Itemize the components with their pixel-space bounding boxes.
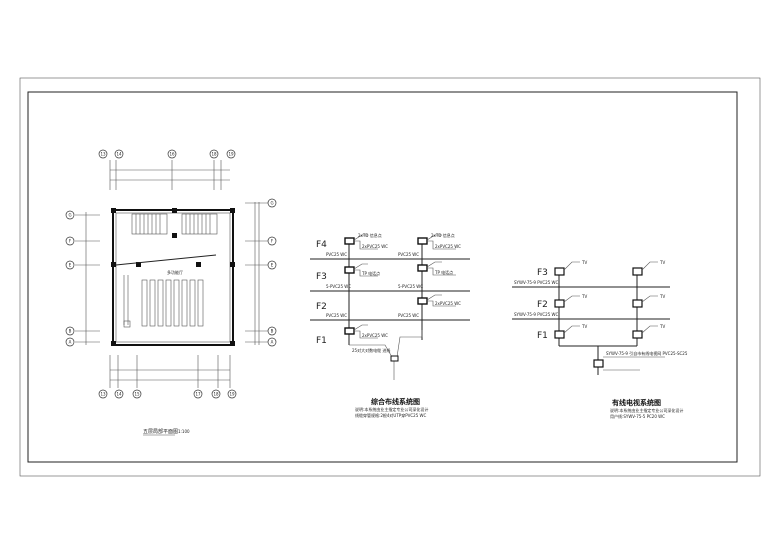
cabling-system-diagram: F4 F3 F2 F1 2xTD 信息点 2xPVC25 WC 2xTD 信息点… bbox=[310, 232, 470, 418]
floor-label: F2 bbox=[537, 300, 548, 310]
axis-label: F bbox=[271, 239, 274, 244]
floor-label: F3 bbox=[316, 272, 327, 282]
floor-label: F2 bbox=[316, 302, 327, 312]
axis-label: G bbox=[270, 201, 273, 206]
tv-outlet-label: TV bbox=[659, 294, 665, 299]
axis-label: 14 bbox=[116, 152, 122, 157]
axis-label: 13 bbox=[100, 392, 106, 397]
axis-label: 18 bbox=[213, 392, 219, 397]
axis-label: A bbox=[69, 340, 72, 345]
floor-plan-scale: 1:100 bbox=[178, 429, 190, 434]
floor-plan: 13 14 16 18 19 多功能厅 bbox=[65, 149, 277, 436]
cable-label: 5-PVC25 WC bbox=[326, 284, 351, 289]
catv-system-diagram: F3 F2 F1 TV TV TV TV TV TV SYWV-75-9 PVC… bbox=[512, 260, 688, 419]
cable-label: PVC25 WC bbox=[326, 313, 347, 318]
floor-label: F1 bbox=[316, 336, 327, 346]
axis-label: 15 bbox=[134, 392, 140, 397]
cable-label: PVC25 WC bbox=[398, 313, 419, 318]
cable-label: SYWV-75-9 PVC25 WC bbox=[514, 312, 558, 317]
cable-label: SYWV-75-9 PVC25 WC bbox=[514, 280, 558, 285]
drawing-border bbox=[27, 91, 738, 463]
axis-label: E bbox=[271, 263, 274, 268]
entry-label: 25对大对数电缆 进线 bbox=[352, 347, 390, 353]
cable-label: 2xPVC25 WC bbox=[435, 301, 461, 306]
note-text: 说明:本系统由业主指定专业公司深化设计 bbox=[355, 406, 428, 412]
cable-label: PVC25 WC bbox=[326, 252, 347, 257]
tv-outlet-label: TV bbox=[659, 260, 665, 265]
axis-label: 19 bbox=[228, 152, 234, 157]
axis-label: B bbox=[271, 329, 274, 334]
outlet-label: 2xTD 信息点 bbox=[431, 232, 455, 238]
floor-label: F1 bbox=[537, 331, 548, 341]
tv-outlet-label: TV bbox=[581, 260, 587, 265]
axis-label: 14 bbox=[116, 392, 122, 397]
axis-label: G bbox=[68, 213, 71, 218]
floor-label: F4 bbox=[316, 240, 327, 250]
room-label: 多功能厅 bbox=[167, 269, 183, 275]
outlet-label: TP 电话点 bbox=[361, 270, 380, 276]
axis-label: F bbox=[69, 239, 72, 244]
axis-label: A bbox=[271, 340, 274, 345]
tv-outlet-label: TV bbox=[581, 294, 587, 299]
entry-label: SYWV-75-9 引自市有线电视网 PVC25-SC25 bbox=[606, 350, 688, 356]
outer-frame bbox=[19, 77, 761, 477]
note-text: 用户线:SYWV-75-5 PC20 WC bbox=[610, 413, 665, 419]
cabling-diagram-title: 综合布线系统图 bbox=[371, 397, 420, 406]
axis-label: B bbox=[69, 329, 72, 334]
note-text: 线缆穿管规格:2根4对UTP穿PVC25 WC bbox=[355, 412, 426, 418]
axis-label: 17 bbox=[195, 392, 201, 397]
cable-label: 2xPVC25 WC bbox=[435, 244, 461, 249]
catv-diagram-title: 有线电视系统图 bbox=[612, 398, 661, 407]
cable-label: 2xPVC25 WC bbox=[362, 333, 388, 338]
note-text: 说明:本系统由业主指定专业公司深化设计 bbox=[610, 407, 683, 413]
outlet-label: 2xTD 信息点 bbox=[358, 232, 382, 238]
axis-label: 16 bbox=[169, 152, 175, 157]
cable-label: 2xPVC25 WC bbox=[362, 244, 388, 249]
axis-label: 18 bbox=[211, 152, 217, 157]
cable-label: 5-PVC25 WC bbox=[398, 284, 423, 289]
axis-label: E bbox=[69, 263, 72, 268]
cable-label: PVC25 WC bbox=[398, 252, 419, 257]
outlet-label: TP 电话点 bbox=[434, 269, 453, 275]
axis-label: 13 bbox=[100, 152, 106, 157]
tv-outlet-label: TV bbox=[581, 324, 587, 329]
axis-label: 19 bbox=[229, 392, 235, 397]
tv-outlet-label: TV bbox=[659, 324, 665, 329]
floor-label: F3 bbox=[537, 268, 548, 278]
floor-plan-title: 五层局部平面图 bbox=[143, 428, 178, 435]
